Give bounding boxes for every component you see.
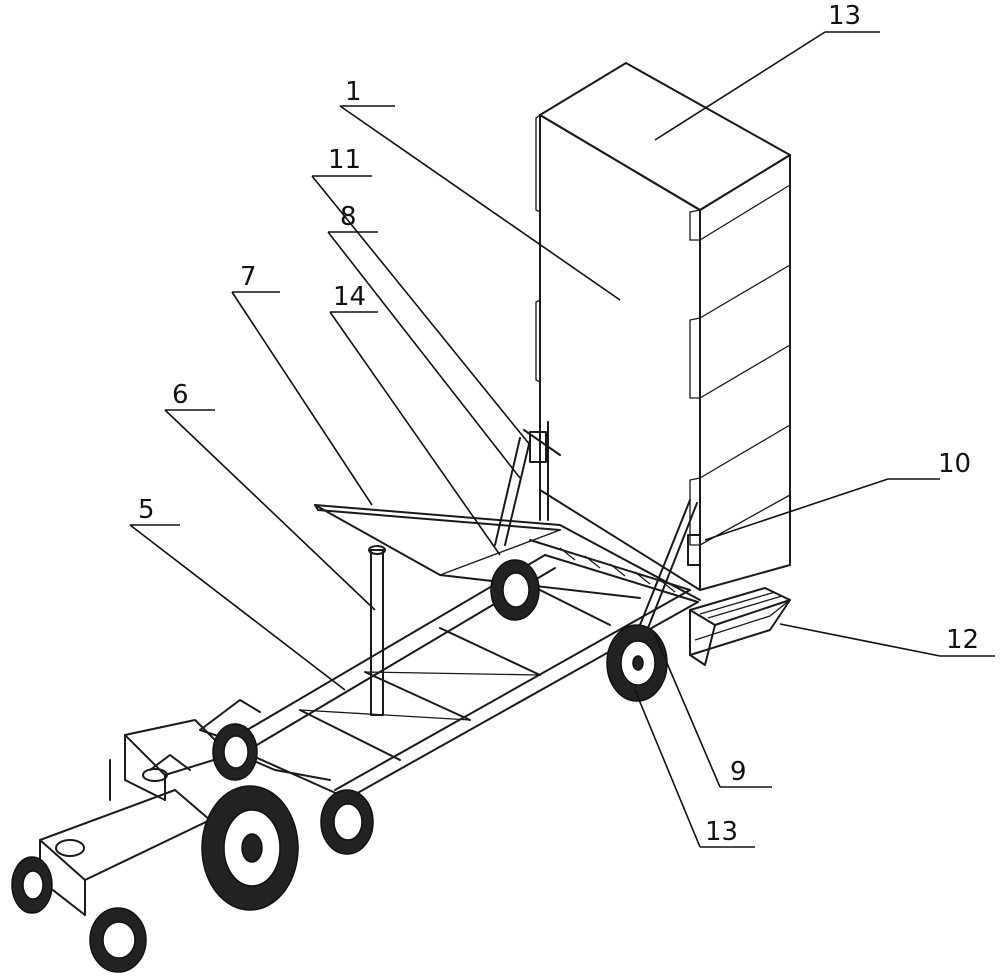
callout-13-top: 13 — [828, 1, 861, 31]
pallet-fork — [689, 587, 791, 666]
boom-arm — [314, 504, 701, 601]
callout-1: 1 — [345, 77, 362, 107]
callouts: 13 1 11 8 7 14 6 5 10 12 9 13 — [138, 1, 979, 847]
callout-13-bottom: 13 — [705, 817, 738, 847]
callout-12: 12 — [946, 625, 979, 655]
cylinders — [494, 419, 701, 629]
callout-8: 8 — [340, 202, 357, 232]
callout-10: 10 — [938, 449, 971, 479]
callout-14: 14 — [333, 282, 366, 312]
leader-lines — [129, 31, 995, 848]
callout-5: 5 — [138, 495, 155, 525]
callout-6: 6 — [172, 380, 189, 410]
callout-9: 9 — [730, 757, 747, 787]
callout-7: 7 — [240, 262, 257, 292]
stacked-box — [535, 62, 791, 591]
tractor-body — [39, 719, 231, 916]
vertical-post — [368, 545, 386, 716]
wheels — [11, 559, 668, 973]
callout-11: 11 — [328, 145, 361, 175]
